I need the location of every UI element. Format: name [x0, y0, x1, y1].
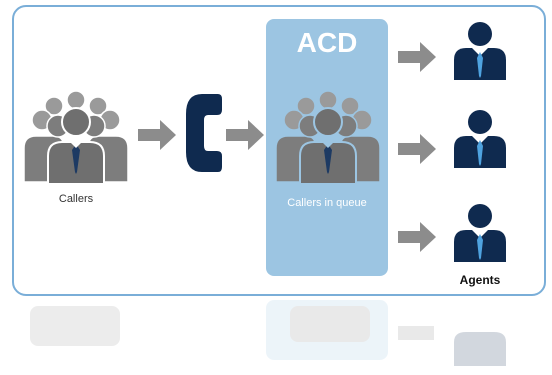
- acd-title: ACD: [296, 27, 358, 58]
- callers-label: Callers: [58, 193, 94, 205]
- agent-icon: [454, 110, 506, 168]
- agent-icon: [454, 204, 506, 262]
- arrow-right-icon: [398, 42, 436, 72]
- agents-label: Agents: [459, 273, 501, 287]
- queue-callers-icon: [275, 90, 381, 185]
- arrow-right-icon: [138, 120, 176, 150]
- reflection-decoration: [30, 300, 506, 366]
- callers-icon: [23, 90, 129, 185]
- queue-label: Callers in queue: [287, 197, 367, 209]
- arrow-right-icon: [226, 120, 264, 150]
- telephone-handset-icon: [186, 94, 222, 172]
- arrow-right-icon: [398, 222, 436, 252]
- arrow-right-icon: [398, 134, 436, 164]
- agent-icon: [454, 22, 506, 80]
